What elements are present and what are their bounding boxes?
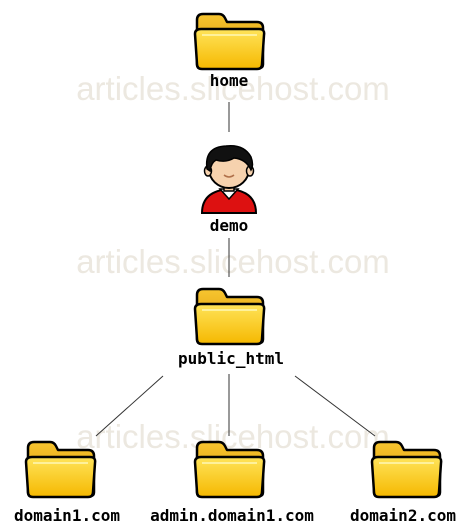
label-domain2: domain2.com	[350, 506, 456, 525]
home-folder-icon	[193, 12, 266, 71]
edge-public_html-to-domain2	[294, 375, 376, 437]
label-demo: demo	[209, 216, 249, 235]
icons-group	[24, 12, 443, 499]
edges-group	[95, 102, 376, 437]
public-html-folder-icon	[193, 287, 266, 346]
edge-public_html-to-domain1	[95, 375, 164, 437]
label-public-html: public_html	[178, 349, 284, 368]
admin-domain1-folder-icon	[193, 440, 266, 499]
demo-user-icon	[200, 144, 258, 214]
domain2-folder-icon	[370, 440, 443, 499]
label-admin-domain1: admin.domain1.com	[150, 506, 314, 525]
label-domain1: domain1.com	[14, 506, 120, 525]
label-home: home	[209, 71, 249, 90]
domain1-folder-icon	[24, 440, 97, 499]
